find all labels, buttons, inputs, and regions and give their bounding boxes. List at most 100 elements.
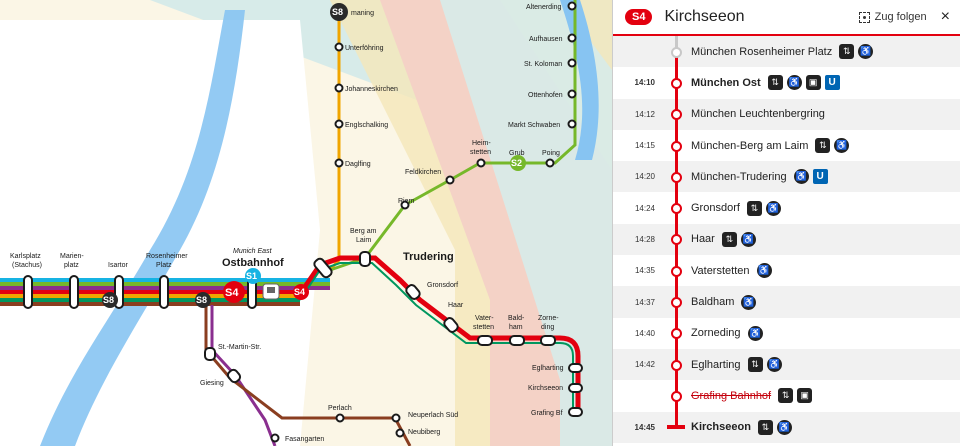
svg-text:Haar: Haar bbox=[448, 302, 464, 309]
stop-name[interactable]: Grafing Bahnhof bbox=[691, 389, 772, 402]
svg-text:(Stachus): (Stachus) bbox=[12, 262, 42, 269]
stop-name[interactable]: Baldham bbox=[691, 296, 735, 309]
stop-name[interactable]: Vaterstetten bbox=[691, 264, 750, 277]
stop-row[interactable]: München Rosenheimer Platz⇅♿ bbox=[613, 36, 960, 68]
svg-text:Laim: Laim bbox=[356, 237, 371, 244]
stop-row[interactable]: 14:45 Kirchseeon ⇅♿ bbox=[613, 411, 960, 443]
wheelchair-icon: ♿ bbox=[740, 231, 756, 247]
destination-title: Kirchseeon bbox=[664, 8, 745, 25]
svg-text:Englschalking: Englschalking bbox=[345, 122, 388, 129]
wheelchair-icon: ♿ bbox=[747, 325, 763, 341]
route-track bbox=[661, 161, 691, 193]
stop-name[interactable]: Eglharting bbox=[691, 358, 741, 371]
route-track bbox=[661, 129, 691, 162]
svg-text:Grub: Grub bbox=[509, 150, 525, 157]
stop-time: 14:42 bbox=[634, 360, 655, 370]
svg-text:S8: S8 bbox=[332, 7, 343, 17]
elevator-icon: ⇅ bbox=[746, 200, 762, 216]
svg-text:S1: S1 bbox=[246, 271, 257, 281]
route-track bbox=[661, 411, 691, 443]
terminus-marker bbox=[667, 425, 685, 430]
stop-dot bbox=[671, 234, 682, 246]
stop-name[interactable]: Haar bbox=[691, 233, 715, 246]
stop-name[interactable]: Kirchseeon bbox=[691, 421, 751, 434]
stop-facilities: ♿ bbox=[756, 263, 772, 279]
svg-text:Feldkirchen: Feldkirchen bbox=[405, 169, 441, 176]
stop-row[interactable]: Grafing Bahnhof ⇅▣ bbox=[613, 380, 960, 412]
fare-zones bbox=[0, 0, 612, 446]
stop-dot bbox=[671, 46, 682, 58]
svg-text:Berg am: Berg am bbox=[350, 228, 377, 235]
svg-text:Heim-: Heim- bbox=[472, 140, 491, 147]
stop-row[interactable]: 14:35 Vaterstetten ♿ bbox=[613, 255, 960, 287]
wheelchair-icon: ♿ bbox=[786, 75, 802, 91]
svg-text:Vater-: Vater- bbox=[475, 315, 494, 322]
stop-facilities: ⇅♿▣U bbox=[767, 75, 840, 91]
svg-text:Ottenhofen: Ottenhofen bbox=[528, 92, 563, 99]
stop-name[interactable]: München-Berg am Laim bbox=[691, 139, 809, 152]
route-track bbox=[661, 67, 691, 99]
stop-name[interactable]: Gronsdorf bbox=[691, 202, 740, 215]
svg-text:Johanneskirchen: Johanneskirchen bbox=[345, 86, 398, 93]
elevator-icon: ⇅ bbox=[778, 388, 794, 404]
svg-text:St. Koloman: St. Koloman bbox=[524, 61, 562, 68]
map-canvas[interactable]: Karlsplatz (Stachus) Marien- platz Isart… bbox=[0, 0, 612, 446]
station-markers[interactable] bbox=[23, 1, 583, 443]
stop-dot bbox=[671, 77, 682, 89]
follow-train-button[interactable]: Zug folgen bbox=[858, 11, 927, 23]
stop-time: 14:15 bbox=[634, 141, 655, 151]
stop-time: 14:28 bbox=[634, 234, 655, 244]
stop-facilities: ⇅▣ bbox=[778, 388, 813, 404]
stop-time: 14:45 bbox=[634, 422, 655, 432]
route-track bbox=[661, 192, 691, 224]
close-button[interactable]: × bbox=[940, 8, 950, 25]
stop-name[interactable]: München Rosenheimer Platz bbox=[691, 45, 833, 58]
wheelchair-icon: ♿ bbox=[741, 294, 757, 310]
svg-text:platz: platz bbox=[64, 262, 79, 269]
elevator-icon: ⇅ bbox=[747, 357, 763, 373]
svg-text:Platz: Platz bbox=[156, 262, 172, 269]
svg-text:Fasangarten: Fasangarten bbox=[285, 436, 324, 443]
train-badges[interactable]: S8 S8 S8 S1 S4 S4 S2 bbox=[102, 3, 526, 308]
bus-icon: ▣ bbox=[797, 388, 813, 404]
stop-time: 14:20 bbox=[634, 172, 655, 182]
svg-text:Zorne-: Zorne- bbox=[538, 315, 559, 322]
wheelchair-icon: ♿ bbox=[834, 138, 850, 154]
svg-text:Trudering: Trudering bbox=[403, 251, 454, 263]
wheelchair-icon: ♿ bbox=[776, 419, 792, 435]
svg-text:Grafing Bf: Grafing Bf bbox=[531, 410, 563, 417]
stop-facilities: ⇅♿ bbox=[757, 419, 792, 435]
stop-name[interactable]: Zorneding bbox=[691, 327, 741, 340]
route-track bbox=[661, 98, 691, 130]
stop-row[interactable]: 14:42 Eglharting ⇅♿ bbox=[613, 348, 960, 381]
wheelchair-icon: ♿ bbox=[766, 357, 782, 373]
wheelchair-icon: ♿ bbox=[858, 44, 874, 60]
svg-text:Kirchseeon: Kirchseeon bbox=[528, 385, 563, 392]
stop-time: 14:35 bbox=[634, 266, 655, 276]
stop-dot bbox=[671, 390, 682, 402]
svg-text:Daglfing: Daglfing bbox=[345, 161, 371, 168]
stop-name[interactable]: München Ost bbox=[691, 76, 761, 89]
stop-name[interactable]: München-Trudering bbox=[691, 170, 787, 183]
line-s7 bbox=[204, 305, 412, 446]
stop-facilities: ♿ bbox=[741, 294, 757, 310]
wheelchair-icon: ♿ bbox=[756, 263, 772, 279]
line-s4-east bbox=[297, 255, 581, 410]
stop-dot bbox=[671, 203, 682, 215]
network-map[interactable]: Karlsplatz (Stachus) Marien- platz Isart… bbox=[0, 0, 612, 446]
svg-text:S8: S8 bbox=[196, 295, 207, 305]
svg-text:Aufhausen: Aufhausen bbox=[529, 36, 563, 43]
elevator-icon: ⇅ bbox=[767, 75, 783, 91]
stop-name[interactable]: München Leuchtenbergring bbox=[691, 108, 825, 121]
stop-time: 14:24 bbox=[634, 203, 655, 213]
route-track bbox=[661, 255, 691, 287]
